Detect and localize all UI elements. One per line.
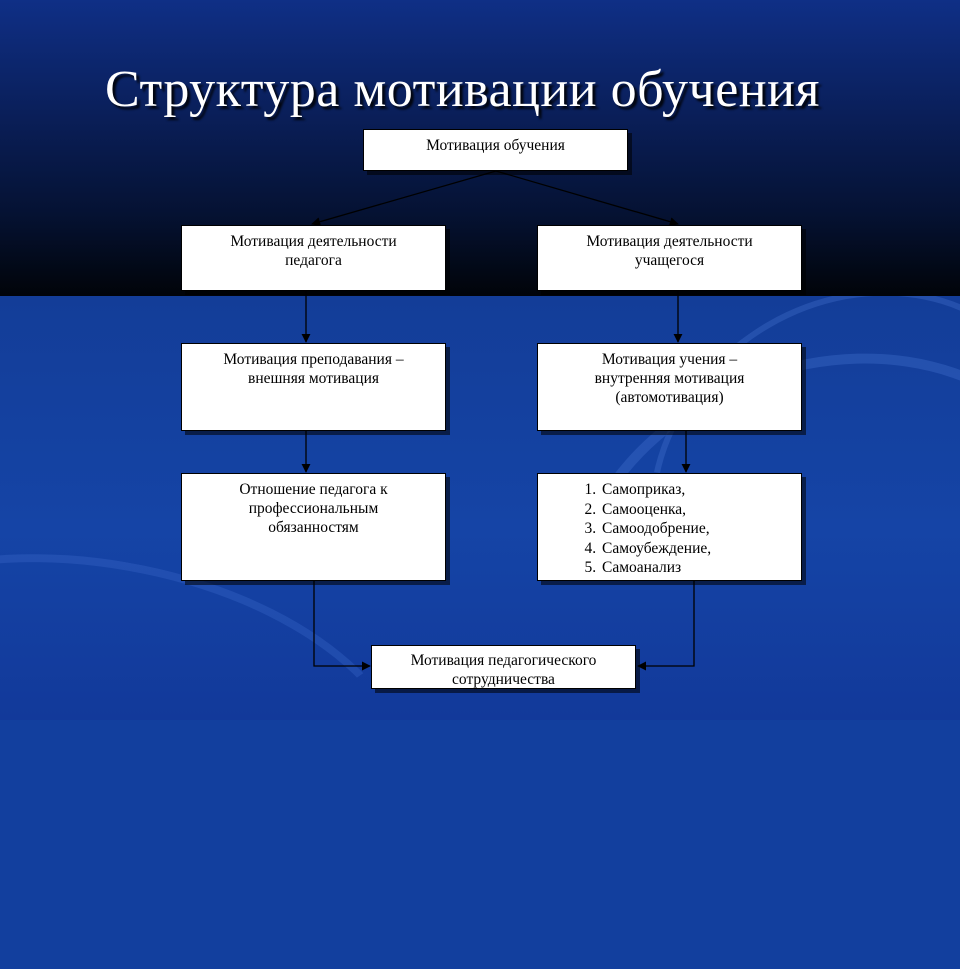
- box-cooperation-label: Мотивация педагогического сотрудничества: [410, 652, 597, 688]
- box-teacher-attitude: Отношение педагога к профессиональным об…: [181, 473, 446, 581]
- list-item: Самоодобрение,: [600, 519, 801, 539]
- box-student-activity-label: Мотивация деятельности учащегося: [586, 233, 753, 269]
- box-teacher-attitude-label: Отношение педагога к профессиональным об…: [239, 481, 388, 536]
- connector-lines: [301, 170, 695, 671]
- list-item: Самоубеждение,: [600, 539, 801, 559]
- connector-root-to-left: [311, 170, 497, 227]
- connector-left-3-to-bottom: [313, 581, 371, 671]
- box-teacher-activity: Мотивация деятельности педагога: [181, 225, 446, 291]
- list-item: Самооценка,: [600, 500, 801, 520]
- box-self-motivation-list: Самоприказ, Самооценка, Самоодобрение, С…: [537, 473, 802, 581]
- list-item: Самоприказ,: [600, 480, 801, 500]
- box-internal-motivation-label: Мотивация учения – внутренняя мотивация …: [594, 351, 745, 406]
- box-root: Мотивация обучения: [363, 129, 628, 171]
- box-external-motivation: Мотивация преподавания – внешняя мотивац…: [181, 343, 446, 431]
- connector-right-3-to-bottom: [637, 581, 695, 671]
- connector-root-to-right: [495, 170, 679, 227]
- box-external-motivation-label: Мотивация преподавания – внешняя мотивац…: [223, 351, 404, 387]
- slide: Структура мотивации обучения Мотивация о…: [0, 0, 960, 720]
- box-internal-motivation: Мотивация учения – внутренняя мотивация …: [537, 343, 802, 431]
- box-teacher-activity-label: Мотивация деятельности педагога: [230, 233, 397, 269]
- box-root-label: Мотивация обучения: [426, 137, 565, 154]
- self-motivation-list: Самоприказ, Самооценка, Самоодобрение, С…: [538, 476, 801, 578]
- slide-title: Структура мотивации обучения: [105, 61, 820, 118]
- box-student-activity: Мотивация деятельности учащегося: [537, 225, 802, 291]
- list-item: Самоанализ: [600, 558, 801, 578]
- box-cooperation: Мотивация педагогического сотрудничества: [371, 645, 636, 689]
